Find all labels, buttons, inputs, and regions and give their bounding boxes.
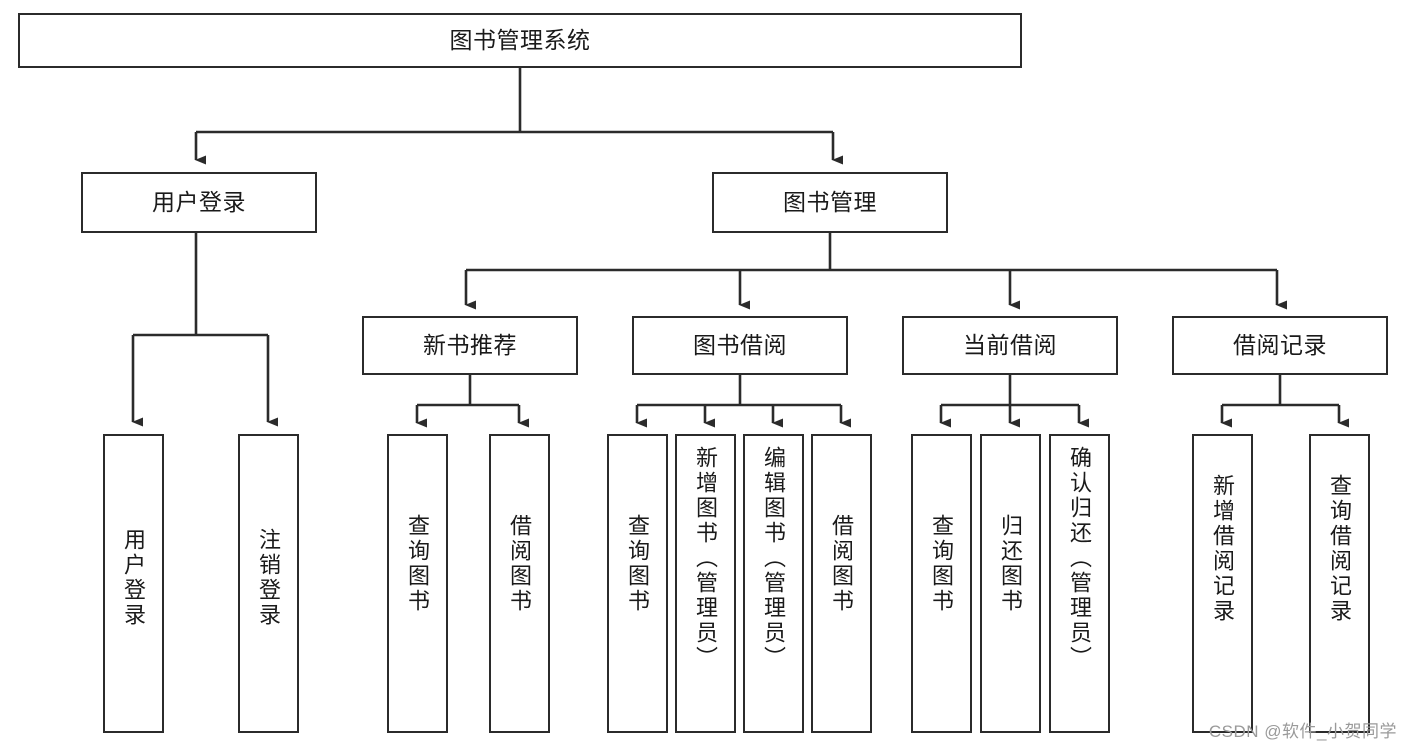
node-leaf-query-book-1[interactable]: 查询图书 <box>387 434 448 733</box>
node-label: 借阅图书 <box>507 514 533 614</box>
node-leaf-user-login[interactable]: 用户登录 <box>103 434 164 733</box>
node-current-borrow[interactable]: 当前借阅 <box>902 316 1118 375</box>
node-label: 查询图书 <box>929 514 955 614</box>
node-leaf-user-logout[interactable]: 注销登录 <box>238 434 299 733</box>
node-label: 借阅图书 <box>829 514 855 614</box>
node-label: 确认归还（管理员） <box>1067 446 1093 671</box>
node-leaf-edit-book[interactable]: 编辑图书（管理员） <box>743 434 804 733</box>
node-label: 借阅记录 <box>1233 332 1327 359</box>
node-label: 查询图书 <box>405 514 431 614</box>
node-leaf-query-book-2[interactable]: 查询图书 <box>607 434 668 733</box>
node-user-login[interactable]: 用户登录 <box>81 172 317 233</box>
node-label: 注销登录 <box>256 528 282 628</box>
node-borrow-record[interactable]: 借阅记录 <box>1172 316 1388 375</box>
node-root-system[interactable]: 图书管理系统 <box>18 13 1022 68</box>
node-leaf-add-record[interactable]: 新增借阅记录 <box>1192 434 1253 733</box>
node-label: 查询借阅记录 <box>1327 474 1353 624</box>
node-book-management[interactable]: 图书管理 <box>712 172 948 233</box>
watermark-text: CSDN @软件_小贺同学 <box>1208 722 1397 741</box>
node-leaf-query-book-3[interactable]: 查询图书 <box>911 434 972 733</box>
node-label: 新增借阅记录 <box>1210 474 1236 624</box>
node-new-book-recommend[interactable]: 新书推荐 <box>362 316 578 375</box>
node-label: 用户登录 <box>121 528 147 628</box>
node-leaf-return-book[interactable]: 归还图书 <box>980 434 1041 733</box>
node-label: 当前借阅 <box>963 332 1057 359</box>
node-leaf-borrow-book-2[interactable]: 借阅图书 <box>811 434 872 733</box>
node-book-borrow[interactable]: 图书借阅 <box>632 316 848 375</box>
node-leaf-add-book[interactable]: 新增图书（管理员） <box>675 434 736 733</box>
node-leaf-borrow-book-1[interactable]: 借阅图书 <box>489 434 550 733</box>
node-label: 新书推荐 <box>423 332 517 359</box>
node-label: 图书管理系统 <box>449 27 591 54</box>
node-label: 图书管理 <box>783 189 877 216</box>
node-label: 图书借阅 <box>693 332 787 359</box>
node-label: 用户登录 <box>152 189 246 216</box>
node-leaf-query-record[interactable]: 查询借阅记录 <box>1309 434 1370 733</box>
node-label: 归还图书 <box>998 514 1024 614</box>
node-label: 查询图书 <box>625 514 651 614</box>
node-label: 编辑图书（管理员） <box>761 446 787 671</box>
node-leaf-confirm-return[interactable]: 确认归还（管理员） <box>1049 434 1110 733</box>
node-label: 新增图书（管理员） <box>693 446 719 671</box>
